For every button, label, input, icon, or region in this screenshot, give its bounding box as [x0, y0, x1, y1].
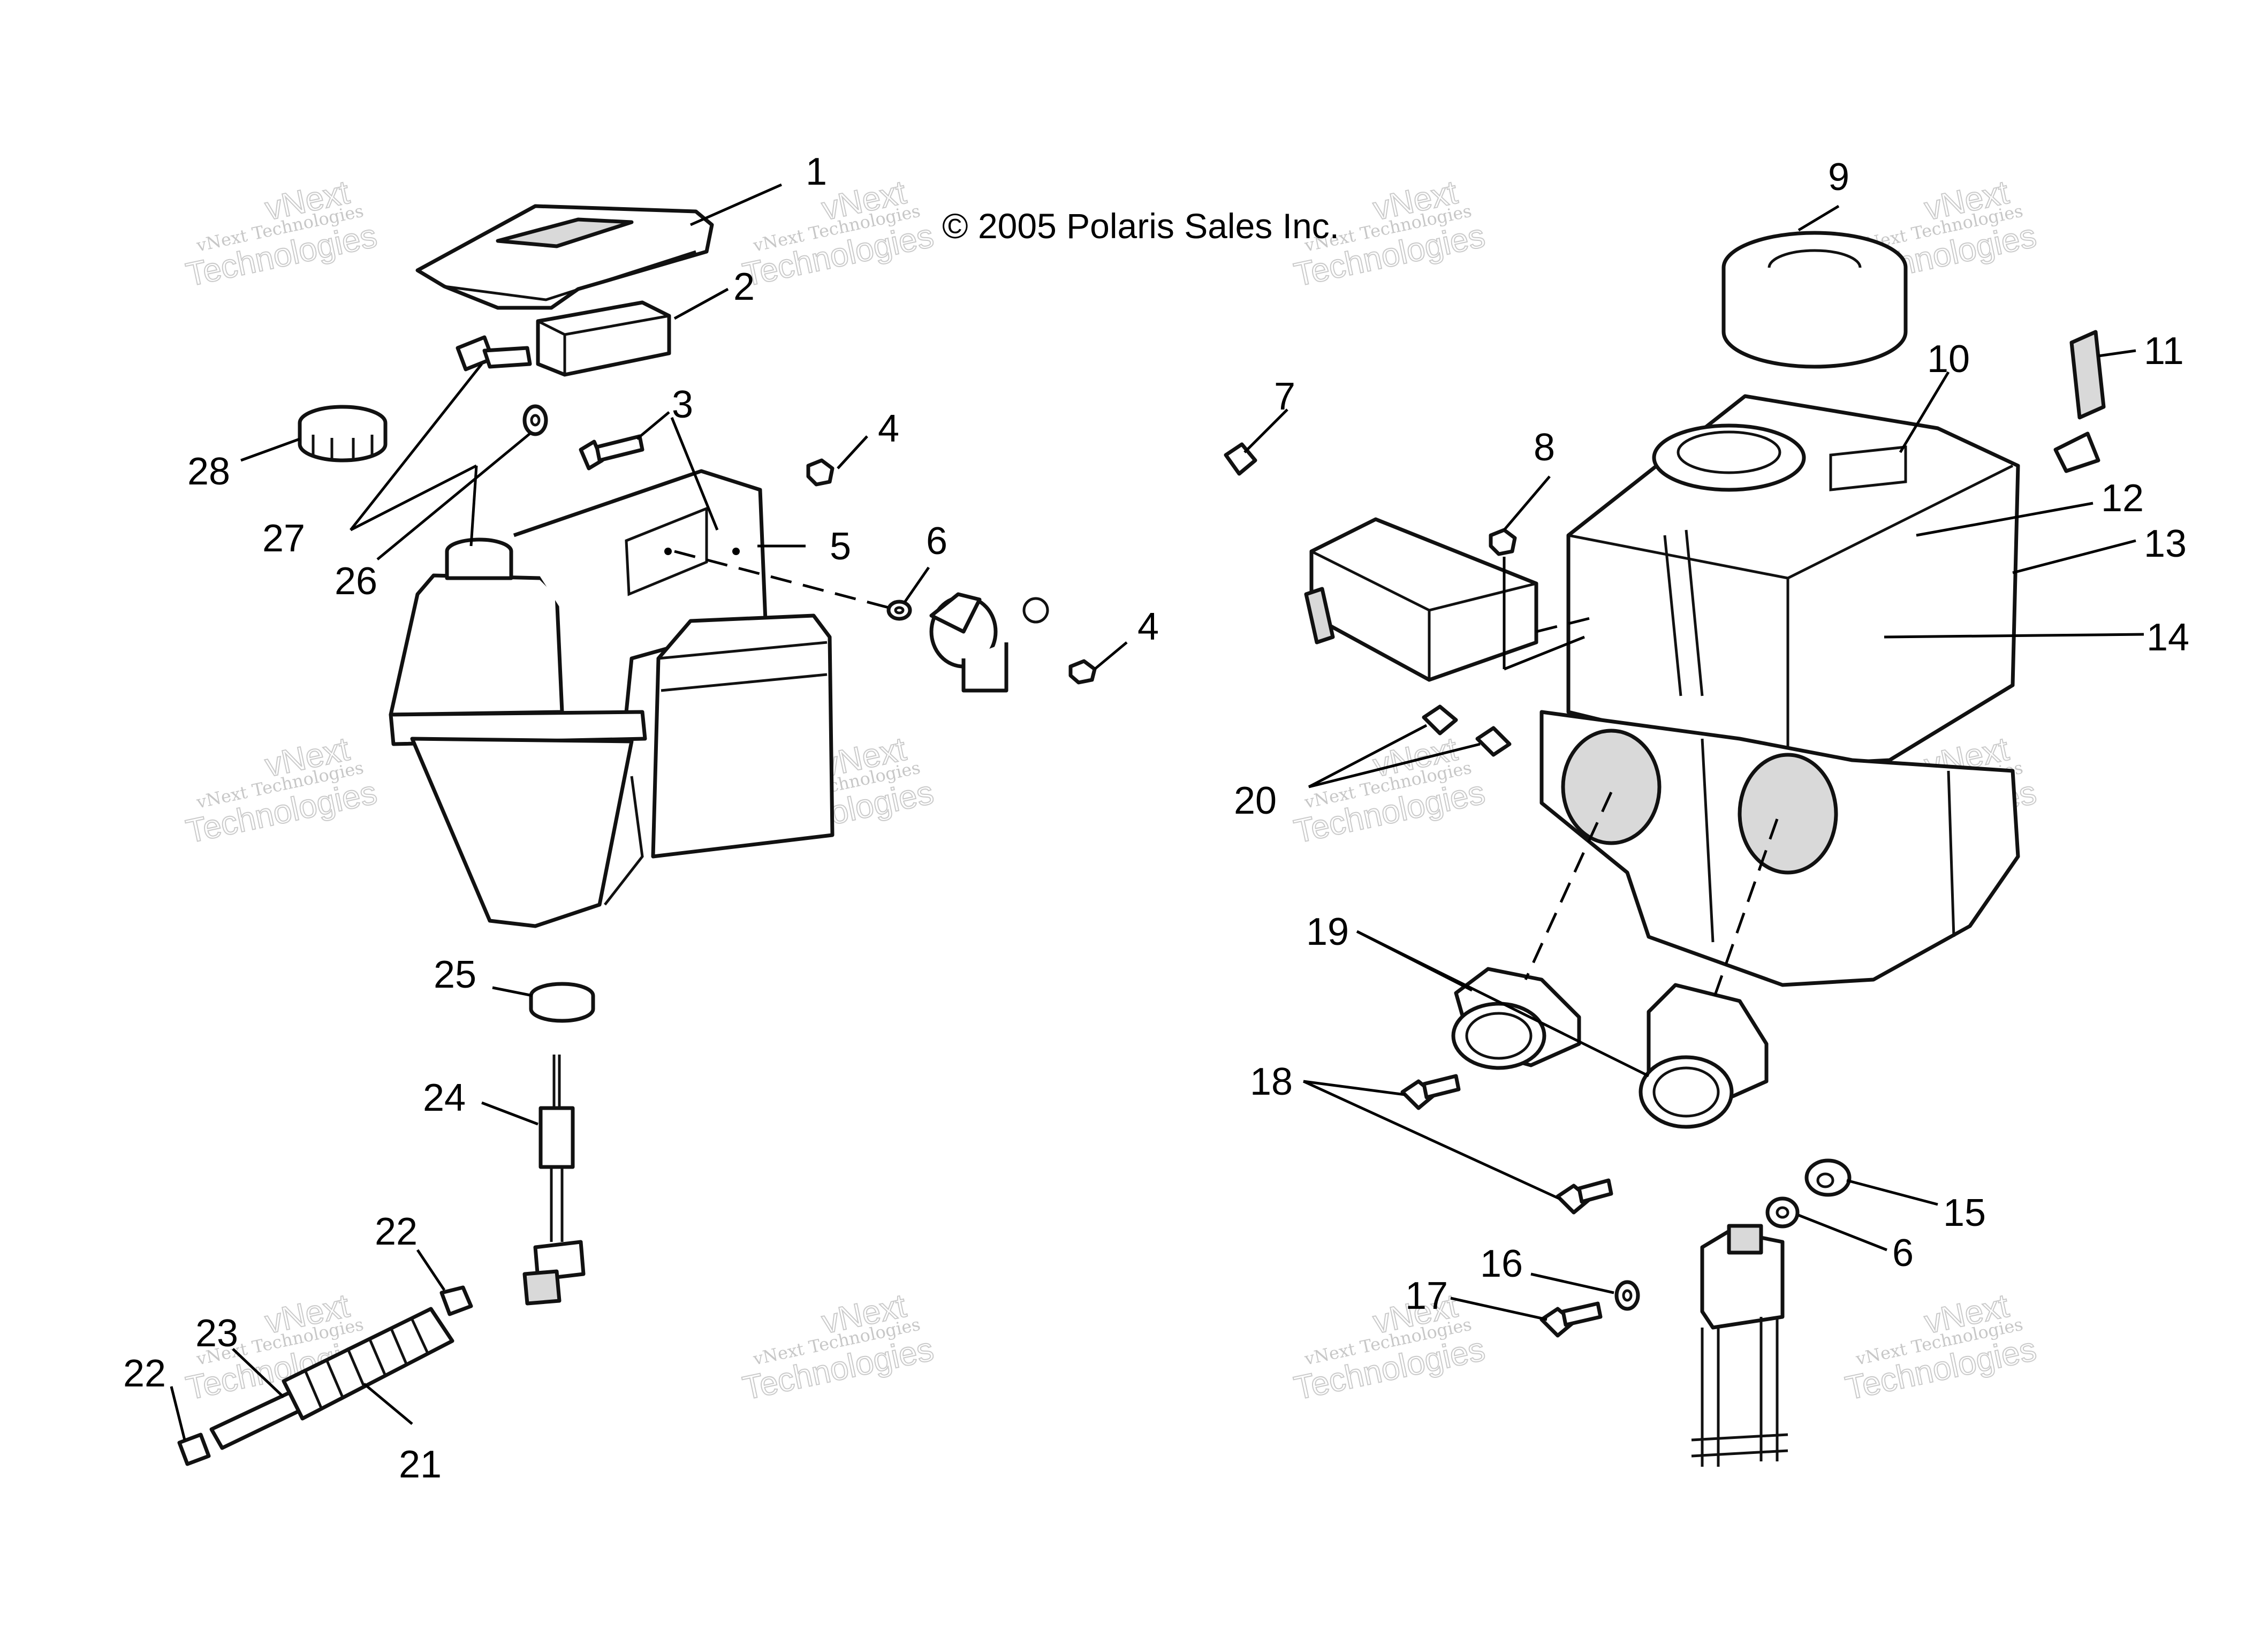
part-10-airbox[interactable]: [1539, 394, 2020, 987]
part-2-block[interactable]: [536, 300, 671, 377]
part-8-nut[interactable]: [1489, 528, 1517, 556]
part-16-washer[interactable]: [1614, 1280, 1640, 1311]
callout-25: 25: [434, 953, 476, 996]
part-22-bushing-right[interactable]: [439, 1285, 473, 1316]
callout-11: 11: [2144, 330, 2184, 373]
callout-27: 27: [262, 517, 305, 560]
part-4-nut-top[interactable]: [806, 458, 835, 487]
part-17-bolt[interactable]: [1539, 1301, 1603, 1338]
pump-assembly[interactable]: [929, 592, 1049, 693]
part-21-spring-assembly[interactable]: [209, 1307, 454, 1450]
part-20-sensors[interactable]: [1422, 704, 1512, 757]
part-18-bolt-upper[interactable]: [1400, 1074, 1461, 1110]
part-15-cap[interactable]: [1804, 1158, 1852, 1197]
part-5-tank[interactable]: [389, 469, 835, 928]
callout-26: 26: [335, 560, 377, 603]
callout-labels: 1 2 3 4 5 6 4 28 27 26 25 24 22 23 22 21…: [123, 150, 2189, 1486]
ecu-module[interactable]: [1304, 517, 1538, 682]
part-11-clip[interactable]: [2053, 330, 2106, 473]
callout-22-left: 22: [123, 1352, 166, 1395]
callout-17: 17: [1405, 1275, 1448, 1317]
part-24-sender[interactable]: [522, 1055, 586, 1306]
callout-4-top: 4: [878, 407, 899, 450]
callout-9: 9: [1828, 156, 1849, 199]
regulator-assembly[interactable]: [1691, 1224, 1788, 1467]
part-4-nut-right[interactable]: [1068, 659, 1097, 685]
part-7-screw[interactable]: [1224, 442, 1257, 476]
callout-3: 3: [672, 383, 693, 426]
dashed-alignment-lines: [674, 550, 1779, 1002]
callout-6-right: 6: [1892, 1232, 1914, 1275]
leader-lines: [170, 183, 2144, 1441]
part-9-ring[interactable]: [1721, 231, 1908, 369]
callout-7: 7: [1274, 375, 1295, 418]
part-6-grommet-right[interactable]: [1765, 1196, 1800, 1229]
callout-20: 20: [1234, 779, 1277, 822]
callout-16: 16: [1480, 1242, 1523, 1285]
callout-19: 19: [1306, 911, 1349, 953]
callout-12: 12: [2101, 477, 2144, 520]
callout-8: 8: [1534, 426, 1555, 469]
part-1-cover[interactable]: [415, 204, 714, 310]
callout-21: 21: [399, 1443, 442, 1486]
callout-10: 10: [1927, 338, 1970, 381]
part-3-screw[interactable]: [579, 434, 644, 471]
callout-18: 18: [1250, 1060, 1293, 1103]
callout-28: 28: [187, 450, 230, 493]
part-19-boot-right[interactable]: [1639, 983, 1769, 1129]
callout-2: 2: [733, 266, 755, 308]
copyright-text: © 2005 Polaris Sales Inc.: [942, 206, 1339, 246]
callout-1: 1: [806, 150, 827, 193]
callout-23: 23: [195, 1312, 238, 1355]
part-19-boot-left[interactable]: [1451, 967, 1581, 1070]
callout-15: 15: [1943, 1192, 1986, 1234]
callout-6-left: 6: [926, 520, 947, 563]
part-27-bolt[interactable]: [456, 335, 532, 372]
part-26-washer[interactable]: [522, 404, 548, 436]
part-18-bolt-lower[interactable]: [1556, 1178, 1613, 1215]
part-22-bushing-left[interactable]: [177, 1432, 211, 1466]
callout-4-right: 4: [1137, 605, 1159, 648]
callout-24: 24: [423, 1077, 466, 1119]
part-25-plug[interactable]: [529, 982, 595, 1023]
callout-14: 14: [2146, 616, 2189, 659]
part-28-cap[interactable]: [298, 405, 388, 463]
callout-22-right: 22: [375, 1210, 418, 1253]
callout-13: 13: [2144, 522, 2187, 565]
part-6-grommet[interactable]: [886, 600, 912, 621]
callout-5: 5: [830, 525, 851, 568]
